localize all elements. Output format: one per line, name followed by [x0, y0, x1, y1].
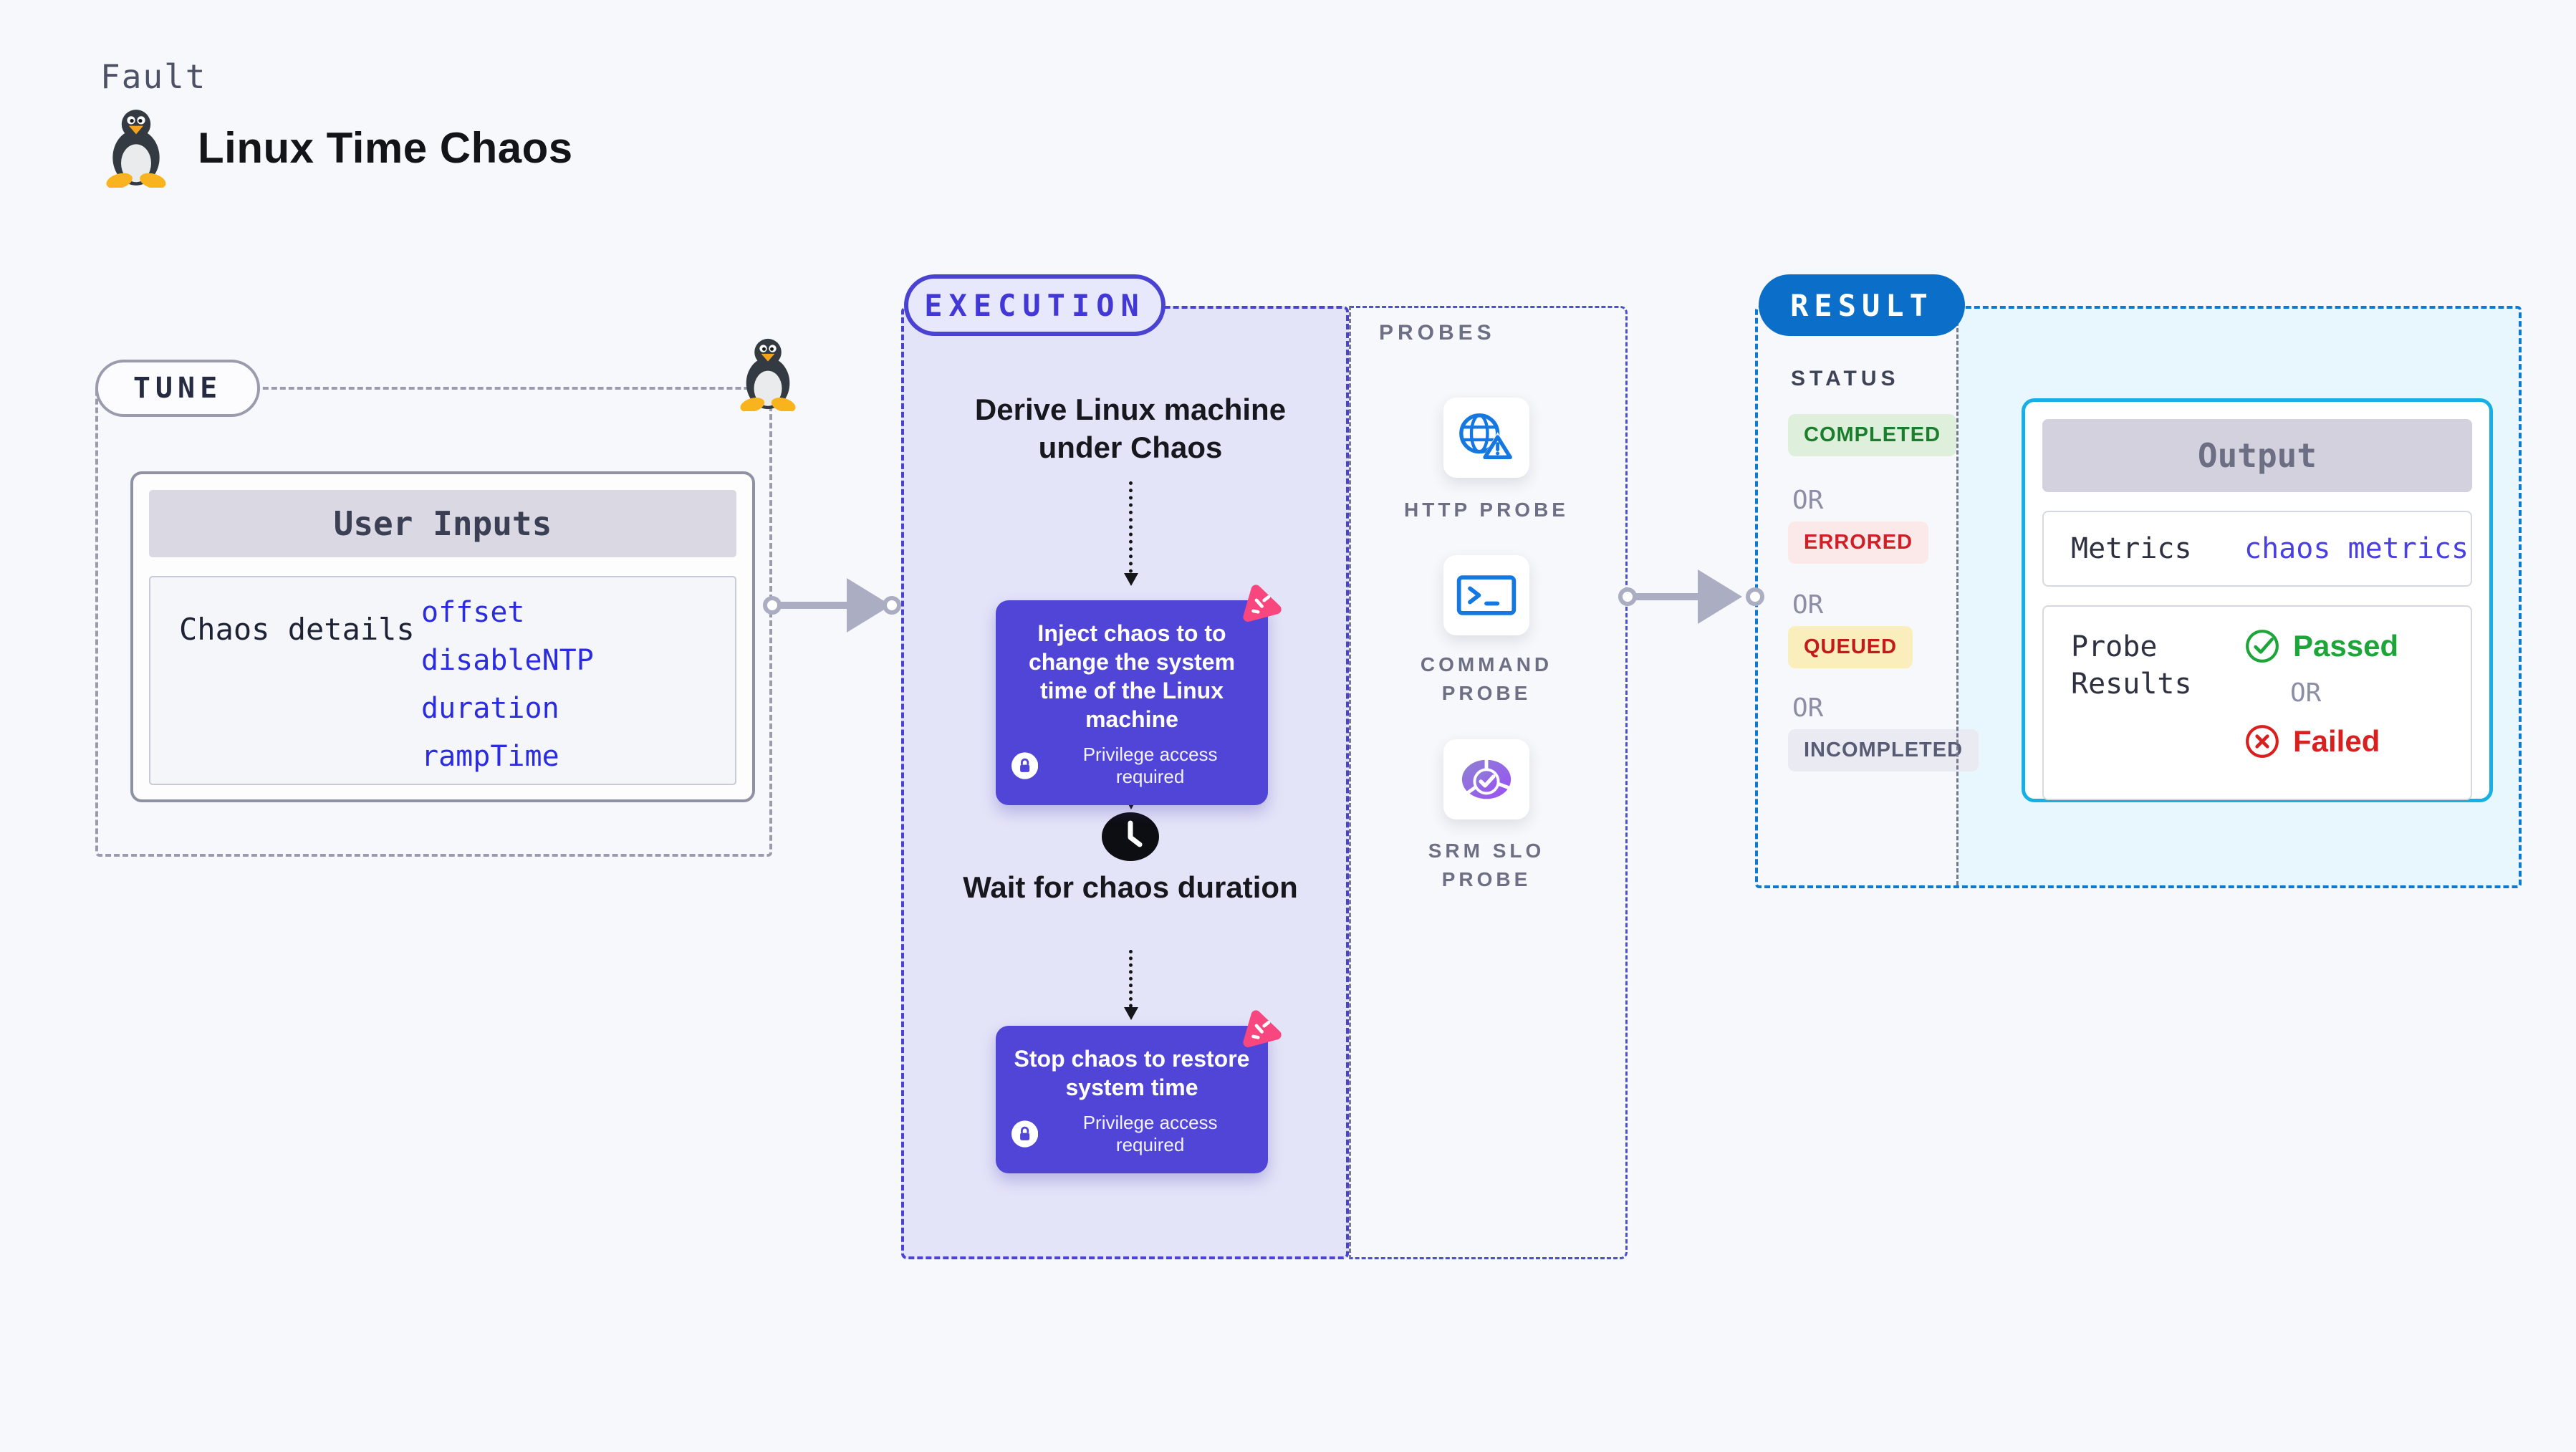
tune-to-execution-arrow [772, 602, 851, 609]
failed-row: Failed [2244, 723, 2398, 759]
srm-slo-probe-label: SRM SLO PROBE [1428, 840, 1545, 890]
lock-icon [1011, 1120, 1039, 1148]
tune-section [95, 387, 772, 857]
input-param-duration: duration [421, 692, 559, 725]
status-badge-completed: COMPLETED [1788, 414, 1957, 456]
input-param-offset: offset [421, 596, 525, 629]
stop-chaos-card: Stop chaos to restore system time Privil… [996, 1026, 1268, 1173]
connector-port [1618, 587, 1637, 606]
srm-slo-probe-card [1443, 739, 1529, 819]
metrics-row: Metrics chaos metrics [2042, 511, 2472, 587]
status-badge-queued: QUEUED [1788, 626, 1913, 668]
failed-label: Failed [2293, 724, 2380, 758]
stop-chaos-text: Stop chaos to restore system time [1014, 1046, 1250, 1100]
execution-to-result-arrow [1628, 593, 1701, 600]
metrics-value: chaos metrics [2244, 532, 2469, 565]
probe-results-values: Passed OR Failed [2244, 628, 2398, 799]
lock-icon [1011, 752, 1039, 779]
status-badge-incompleted: INCOMPLETED [1788, 729, 1979, 771]
command-probe-card [1443, 555, 1529, 635]
execution-pill: EXECUTION [904, 274, 1166, 336]
http-probe-card [1443, 398, 1529, 478]
tune-pill: TUNE [95, 360, 260, 417]
or-label: OR [1792, 486, 1824, 515]
globe-alert-icon [1459, 413, 1514, 460]
probes-title: PROBES [1379, 321, 1496, 345]
slo-donut-icon [1461, 758, 1512, 799]
result-divider [1956, 309, 1959, 885]
input-param-ramptime: rampTime [421, 740, 559, 773]
command-probe-label: COMMAND PROBE [1420, 653, 1553, 704]
passed-label: Passed [2293, 629, 2399, 663]
x-circle-icon [2246, 725, 2279, 758]
passed-row: Passed [2244, 628, 2398, 664]
output-card: Output Metrics chaos metrics Probe Resul… [2022, 398, 2493, 802]
flow-arrow-down [1124, 950, 1138, 1020]
or-label: OR [1792, 590, 1824, 620]
result-pill: RESULT [1759, 274, 1965, 336]
chaos-input-list: offset disableNTP duration rampTime [421, 589, 594, 781]
flow-arrow-down [1124, 481, 1138, 586]
output-title: Output [2042, 419, 2472, 492]
or-label: OR [1792, 693, 1824, 723]
clock-icon [1102, 812, 1159, 861]
privilege-badge-label: Privilege access required [1082, 1112, 1218, 1155]
privilege-badge: Privilege access required [1011, 744, 1252, 788]
inject-chaos-text: Inject chaos to to change the system tim… [1028, 620, 1236, 732]
http-probe-label: HTTP PROBE [1404, 499, 1569, 521]
probe-results-row: Probe Results Passed OR Failed [2042, 605, 2472, 800]
privilege-badge-label: Privilege access required [1082, 744, 1218, 787]
derive-step-label: Derive Linux machine under Chaos [974, 393, 1287, 464]
connector-port [1746, 587, 1764, 606]
page-title: Linux Time Chaos [198, 123, 573, 172]
wait-step-label: Wait for chaos duration [963, 870, 1298, 904]
fault-kicker: Fault [100, 57, 207, 96]
terminal-icon [1456, 575, 1517, 615]
chaos-logo-icon [1243, 1010, 1282, 1047]
user-inputs-card: User Inputs Chaos details offset disable… [130, 471, 755, 802]
chaos-logo-icon [1243, 585, 1282, 622]
or-label: OR [2290, 678, 2322, 708]
status-title: STATUS [1791, 367, 1900, 390]
input-param-disablentp: disableNTP [421, 644, 594, 677]
connector-port [763, 596, 782, 615]
probe-results-label: Probe Results [2071, 630, 2192, 701]
tux-icon [740, 338, 796, 411]
status-badge-errored: ERRORED [1788, 521, 1929, 564]
user-inputs-body: Chaos details offset disableNTP duration… [149, 576, 736, 785]
metrics-label: Metrics [2071, 532, 2192, 565]
chaos-details-label: Chaos details [179, 612, 415, 647]
connector-port [883, 596, 901, 615]
user-inputs-title: User Inputs [149, 490, 736, 557]
privilege-badge: Privilege access required [1011, 1112, 1252, 1156]
check-circle-icon [2246, 630, 2279, 663]
inject-chaos-card: Inject chaos to to change the system tim… [996, 600, 1268, 805]
arrow-head-icon [1698, 569, 1742, 624]
tux-icon [106, 110, 166, 188]
page-header: Linux Time Chaos [102, 107, 573, 188]
